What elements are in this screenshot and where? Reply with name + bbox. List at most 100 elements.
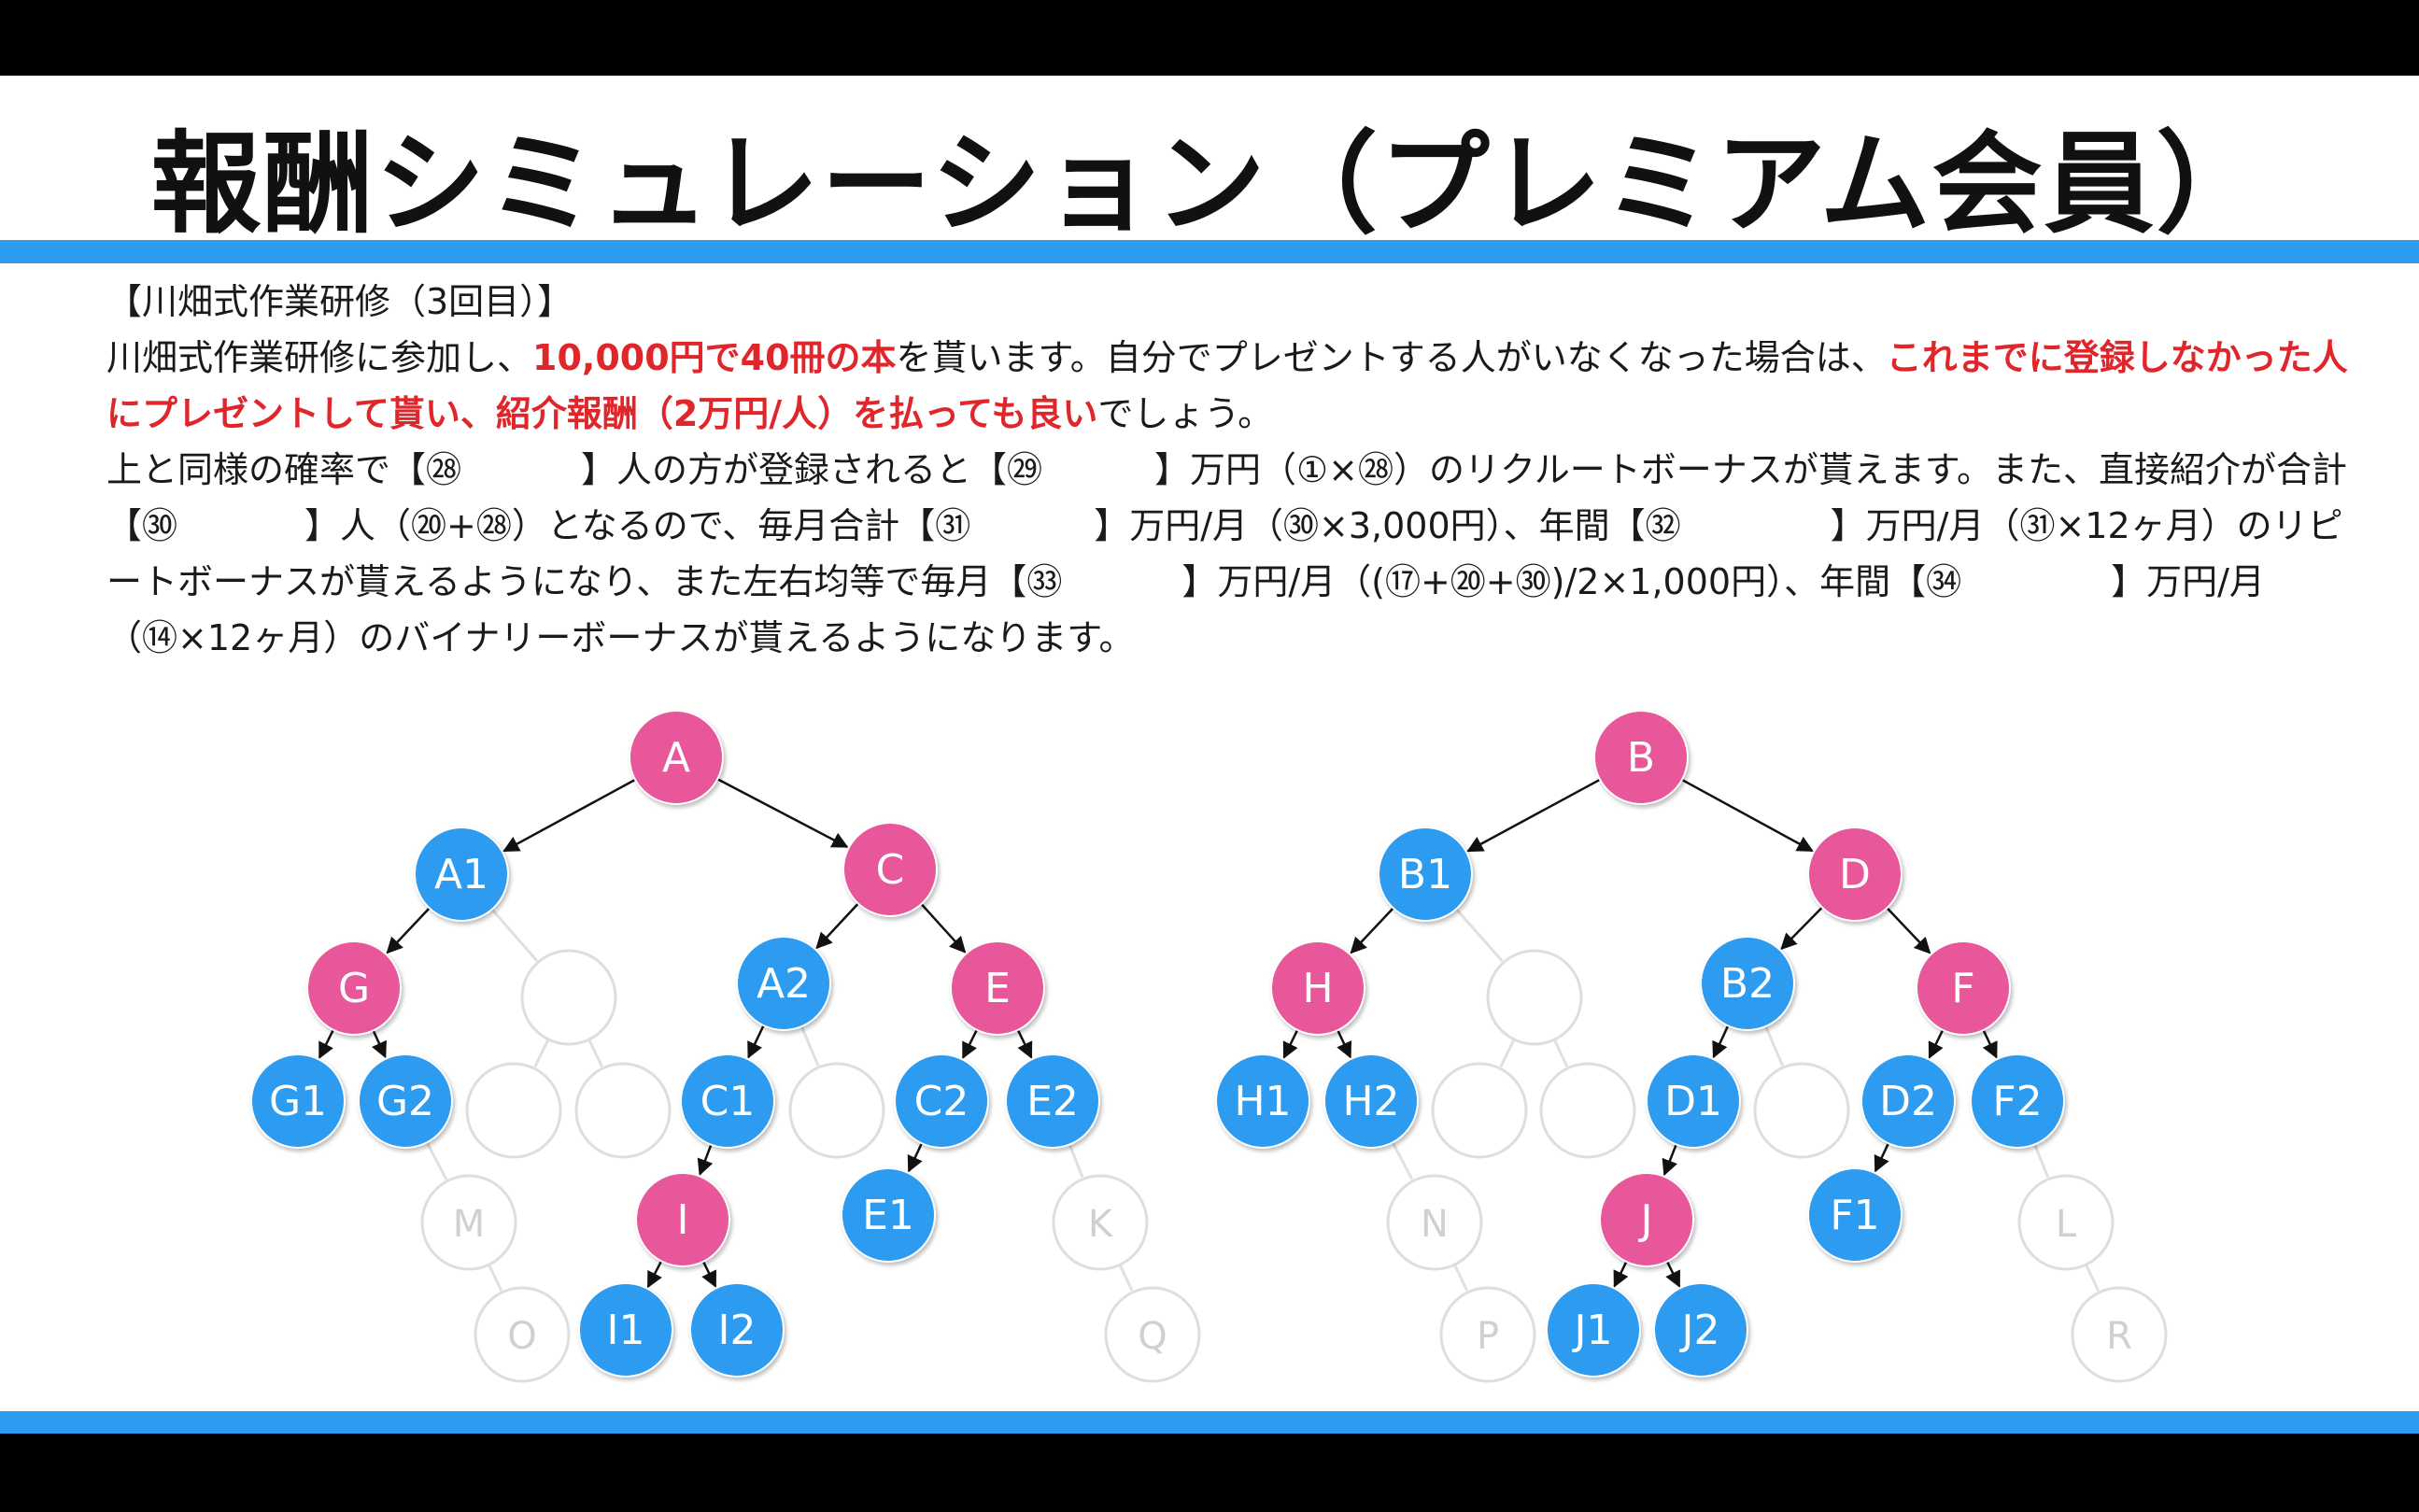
node-A1: A1 bbox=[414, 827, 509, 922]
node-label: E2 bbox=[1026, 1078, 1079, 1125]
node-circle bbox=[250, 1053, 346, 1149]
node-circle bbox=[1431, 1062, 1528, 1159]
node-C: C bbox=[842, 822, 938, 917]
edge-A1-G bbox=[386, 907, 431, 954]
node-circle bbox=[520, 949, 617, 1046]
edge-H2-N bbox=[1391, 1141, 1414, 1180]
p2-s5: 】万円/月（㉚×3,000円）、年間【㉜ bbox=[1094, 505, 1681, 546]
node-B: B bbox=[1593, 710, 1689, 805]
node-label: J bbox=[1638, 1196, 1653, 1244]
node-circle bbox=[635, 1172, 730, 1267]
node-LE4 bbox=[788, 1062, 885, 1159]
node-E1: E1 bbox=[841, 1167, 936, 1263]
node-label: H1 bbox=[1234, 1078, 1291, 1125]
node-label: D bbox=[1839, 851, 1871, 898]
paragraph-1: 川畑式作業研修に参加し、10,000円で40冊の本を貰います。自分でプレゼントす… bbox=[106, 330, 2348, 442]
edge-B1-RE1 bbox=[1455, 908, 1504, 963]
node-label: Q bbox=[1138, 1315, 1167, 1358]
edge-C-A2 bbox=[815, 902, 859, 950]
node-F: F bbox=[1916, 940, 2011, 1036]
p2-s3: 】万円（①×㉘）のリクルートボーナスが貰えます。また、直接紹介が合計【㉚ bbox=[106, 449, 2348, 546]
node-circle bbox=[574, 1062, 672, 1159]
bottom-accent-bar bbox=[0, 1411, 2419, 1434]
node-circle bbox=[1860, 1053, 1956, 1149]
node-label: C bbox=[876, 846, 905, 894]
node-J2: J2 bbox=[1653, 1282, 1748, 1378]
node-circle bbox=[1807, 1167, 1903, 1263]
p1-highlight-d: これまでに登録しなかった人にプレゼントして貰い、紹介報酬（2万円/人）を払っても… bbox=[106, 337, 2348, 434]
node-circle bbox=[1378, 827, 1473, 922]
edge-J-J1 bbox=[1613, 1261, 1629, 1288]
node-LE1 bbox=[520, 949, 617, 1046]
node-circle bbox=[1323, 1053, 1419, 1149]
node-I: I bbox=[635, 1172, 730, 1267]
node-C1: C1 bbox=[680, 1053, 775, 1149]
top-accent-bar bbox=[0, 240, 2419, 263]
edge-D-B2 bbox=[1780, 906, 1823, 951]
node-label: O bbox=[507, 1315, 536, 1358]
node-label: F1 bbox=[1830, 1192, 1879, 1239]
node-A: A bbox=[629, 710, 724, 805]
edge-B1-H bbox=[1350, 907, 1394, 954]
node-M: M bbox=[420, 1174, 517, 1271]
node-I2: I2 bbox=[689, 1282, 785, 1378]
node-Q: Q bbox=[1104, 1286, 1201, 1383]
node-label: E1 bbox=[862, 1192, 914, 1239]
node-circle bbox=[1700, 936, 1795, 1031]
edge-A-C bbox=[716, 778, 849, 848]
node-circle bbox=[2071, 1286, 2168, 1383]
node-G1: G1 bbox=[250, 1053, 346, 1149]
node-label: B1 bbox=[1398, 851, 1452, 898]
node-circle bbox=[894, 1053, 989, 1149]
node-circle bbox=[474, 1286, 571, 1383]
edge-E-C2 bbox=[961, 1029, 978, 1059]
node-D1: D1 bbox=[1646, 1053, 1741, 1149]
p2-s1: 上と同様の確率で【㉘ bbox=[106, 449, 462, 490]
edge-K-Q bbox=[1118, 1264, 1134, 1292]
node-circle bbox=[578, 1282, 673, 1378]
edge-D2-F1 bbox=[1874, 1142, 1889, 1173]
node-J1: J1 bbox=[1546, 1282, 1641, 1378]
node-label: N bbox=[1421, 1203, 1449, 1246]
edge-A2-LE4 bbox=[799, 1025, 820, 1067]
edge-B-B1 bbox=[1466, 778, 1601, 853]
node-circle bbox=[1215, 1053, 1310, 1149]
node-O: O bbox=[474, 1286, 571, 1383]
node-label: M bbox=[453, 1203, 486, 1246]
edge-E-E2 bbox=[1016, 1029, 1033, 1059]
node-circle bbox=[680, 1053, 775, 1149]
node-D: D bbox=[1807, 827, 1903, 922]
node-label: D1 bbox=[1664, 1078, 1722, 1125]
edge-G-G1 bbox=[318, 1029, 334, 1059]
node-label: D2 bbox=[1879, 1078, 1937, 1125]
node-H1: H1 bbox=[1215, 1053, 1310, 1149]
node-label: J2 bbox=[1679, 1307, 1720, 1354]
p1-text-c: を貰います。自分でプレゼントする人がいなくなった場合は、 bbox=[896, 337, 1887, 378]
node-label: B2 bbox=[1720, 960, 1775, 1008]
node-circle bbox=[1486, 949, 1583, 1046]
p1-text-e: でしょう。 bbox=[1097, 393, 1274, 434]
node-label: G bbox=[338, 965, 370, 1012]
edge-I-I2 bbox=[701, 1261, 717, 1288]
edge-LE1-LE3 bbox=[587, 1039, 603, 1067]
node-label: I1 bbox=[607, 1307, 645, 1354]
node-circle bbox=[1386, 1174, 1483, 1271]
node-label: L bbox=[2056, 1203, 2077, 1246]
node-circle bbox=[1539, 1062, 1636, 1159]
node-E: E bbox=[950, 940, 1045, 1036]
edge-M-O bbox=[488, 1264, 503, 1292]
node-label: A bbox=[662, 734, 690, 782]
node-H2: H2 bbox=[1323, 1053, 1419, 1149]
node-circle bbox=[736, 936, 831, 1031]
p1-highlight-b: 10,000円で40冊の本 bbox=[532, 337, 897, 378]
edge-B2-D1 bbox=[1712, 1024, 1730, 1059]
node-label: H2 bbox=[1342, 1078, 1399, 1125]
node-circle bbox=[2017, 1174, 2115, 1271]
node-label: E bbox=[984, 965, 1011, 1012]
edge-B-D bbox=[1681, 778, 1814, 853]
p2-s4: 】人（⑳+㉘）となるので、毎月合計【㉛ bbox=[304, 505, 971, 546]
node-label: K bbox=[1088, 1203, 1114, 1246]
p2-s2: 】人の方が登録されると【㉙ bbox=[581, 449, 1043, 490]
node-circle bbox=[689, 1282, 785, 1378]
node-circle bbox=[1593, 710, 1689, 805]
